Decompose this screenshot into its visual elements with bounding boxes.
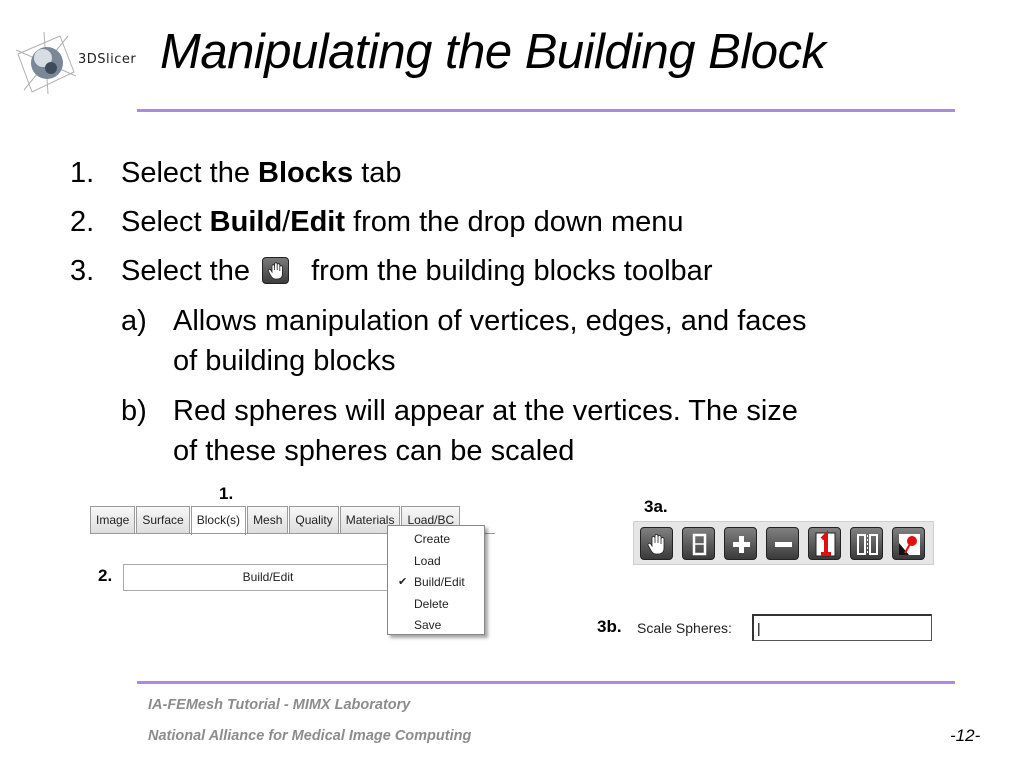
building-blocks-toolbar	[633, 521, 934, 565]
scale-spheres-label: Scale Spheres:	[637, 620, 732, 636]
hand-tool-icon	[647, 534, 665, 555]
red-pin-icon	[899, 534, 920, 555]
step-text-post: from the drop down menu	[345, 206, 684, 238]
step-text-mid: /	[282, 206, 291, 238]
step-text: Select the from the building blocks tool…	[121, 257, 712, 286]
menu-item-build-edit[interactable]: ✔ Build/Edit	[388, 572, 484, 594]
split-button[interactable]	[850, 527, 883, 560]
step-text: Select the Blocks tab	[121, 159, 402, 188]
pin-button[interactable]	[892, 527, 925, 560]
substep-label: a)	[121, 305, 147, 337]
operation-dropdown[interactable]: Build/Edit	[123, 564, 413, 591]
substep-text: of building blocks	[173, 345, 396, 377]
tab-surface[interactable]: Surface	[136, 506, 190, 534]
add-button[interactable]	[724, 527, 757, 560]
figure-label-3b: 3b.	[597, 617, 622, 636]
substep-text: Red spheres will appear at the vertices.…	[173, 395, 798, 427]
step-text-bold: Build	[209, 206, 283, 238]
menu-item-save[interactable]: Save	[388, 615, 484, 637]
substep-text: Allows manipulation of vertices, edges, …	[173, 305, 807, 337]
checkmark-icon: ✔	[398, 576, 408, 588]
step-number: 2.	[70, 206, 95, 238]
menu-item-label: Save	[414, 618, 442, 632]
operation-menu: Create Load ✔ Build/Edit Delete Save	[387, 525, 485, 635]
substep-label: b)	[121, 395, 147, 427]
sphere-number-button[interactable]	[808, 527, 841, 560]
logo-text: 3DSlicer	[78, 52, 137, 67]
menu-item-label: Create	[414, 532, 451, 546]
menu-item-label: Load	[414, 553, 441, 568]
remove-button[interactable]	[766, 527, 799, 560]
title-divider	[137, 109, 955, 112]
tab-mesh[interactable]: Mesh	[247, 506, 289, 534]
hand-tool-icon	[262, 257, 290, 284]
menu-item-load[interactable]: Load	[388, 551, 484, 573]
step-text-post: from the building blocks toolbar	[303, 255, 713, 287]
box-icon	[692, 533, 707, 556]
tab-quality[interactable]: Quality	[289, 506, 339, 534]
menu-item-delete[interactable]: Delete	[388, 594, 484, 616]
step-text: Select Build/Edit from the drop down men…	[121, 208, 684, 237]
box-tool-button[interactable]	[682, 527, 715, 560]
substep-text: of these spheres can be scaled	[173, 435, 575, 467]
step-text-bold: Blocks	[258, 157, 354, 189]
tab-blocks[interactable]: Block(s)	[190, 506, 247, 535]
figure-label-3a: 3a.	[644, 497, 668, 516]
step-text-bold2: Edit	[290, 206, 346, 238]
footer-organization: National Alliance for Medical Image Comp…	[148, 728, 472, 744]
figure-label-2: 2.	[98, 566, 113, 585]
step-text-pre: Select the	[121, 255, 259, 287]
menu-item-label: Delete	[414, 596, 449, 611]
step-text-pre: Select the	[121, 157, 259, 189]
tab-divider	[90, 533, 495, 534]
hand-tool-button[interactable]	[640, 527, 673, 560]
split-icon	[857, 534, 878, 555]
step-number: 3.	[70, 255, 95, 287]
figure-label-1: 1.	[219, 484, 234, 503]
footer-tutorial: IA-FEMesh Tutorial - MIMX Laboratory	[148, 697, 411, 713]
slicer-logo-icon	[15, 31, 77, 95]
menu-item-label: Build/Edit	[414, 575, 465, 589]
slicer-logo: 3DSlicer	[14, 30, 144, 96]
menu-item-create[interactable]: Create	[388, 529, 484, 551]
scale-spheres-input[interactable]: |	[752, 614, 932, 641]
step-number: 1.	[70, 157, 95, 189]
page-number: -12-	[950, 726, 981, 745]
red-one-icon	[815, 530, 836, 557]
page-title: Manipulating the Building Block	[160, 25, 826, 79]
footer-divider	[137, 681, 955, 684]
tab-image[interactable]: Image	[90, 506, 136, 534]
step-text-pre: Select	[121, 206, 210, 238]
minus-icon	[775, 542, 792, 547]
plus-icon	[733, 536, 750, 553]
step-text-post: tab	[353, 157, 402, 189]
